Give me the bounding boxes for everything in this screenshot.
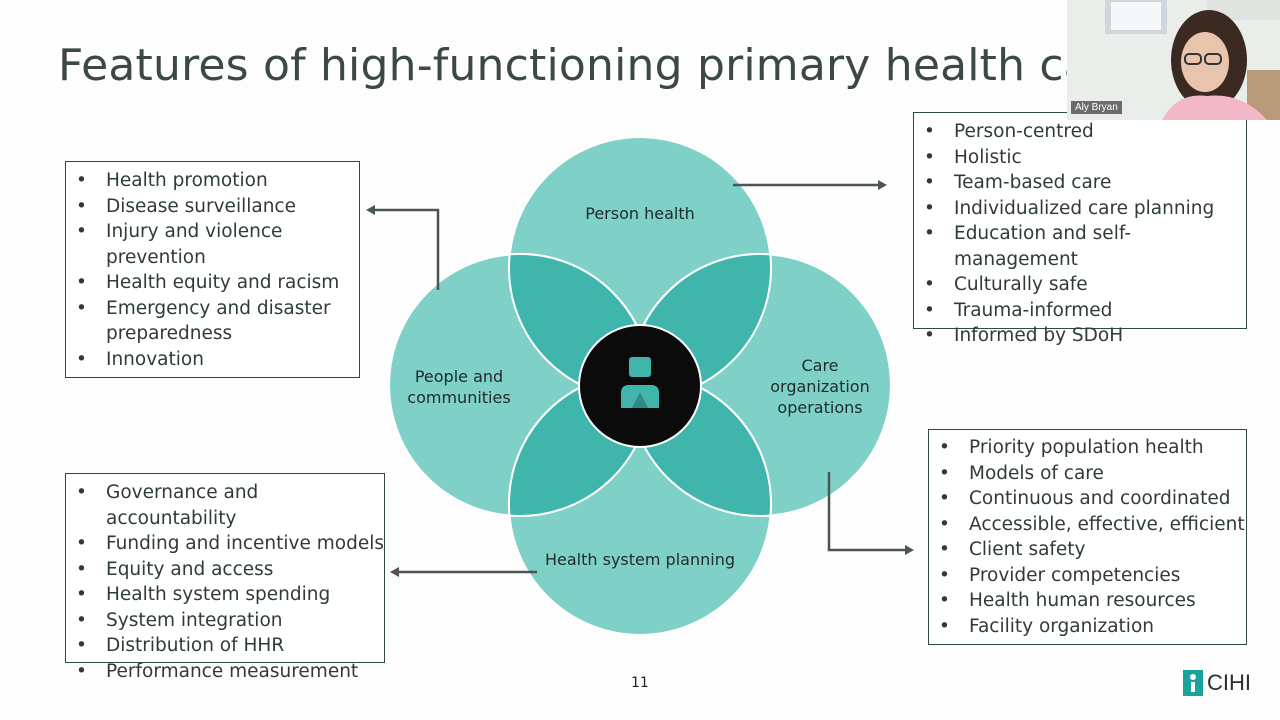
list-item: Client safety — [929, 537, 1246, 563]
list-item: Equity and access — [66, 557, 384, 583]
list-item: Facility organization — [929, 614, 1246, 640]
cihi-logo: CIHI — [1183, 669, 1251, 697]
list-item: Health human resources — [929, 588, 1246, 614]
label-person-health: Person health — [585, 204, 695, 223]
page-number: 11 — [631, 675, 649, 691]
list-item: Distribution of HHR — [66, 633, 384, 659]
label-line: organization — [770, 377, 870, 396]
label-line: operations — [777, 398, 863, 417]
box-people-communities-features: Health promotionDisease surveillanceInju… — [65, 161, 360, 378]
list-item: Team-based care — [914, 170, 1246, 196]
list-item: Models of care — [929, 461, 1246, 487]
person-icon — [621, 357, 659, 408]
webcam-video — [1067, 0, 1280, 120]
list-item: Governance and accountability — [66, 480, 384, 531]
box-person-health-features: Person-centredHolisticTeam-based careInd… — [913, 112, 1247, 348]
list-item: Health promotion — [66, 168, 359, 194]
logo-text: CIHI — [1207, 670, 1251, 695]
list-item: Holistic — [914, 145, 1246, 171]
webcam-tile: Aly Bryan — [1067, 0, 1280, 120]
label-people-communities: People and communities — [399, 366, 519, 408]
label-health-system-planning: Health system planning — [545, 550, 735, 569]
list-item: Education and self-management — [914, 221, 1246, 272]
cihi-logo-icon — [1183, 670, 1203, 696]
list-item: Funding and incentive models — [66, 531, 384, 557]
list-item: Emergency and disaster preparedness — [66, 296, 359, 347]
label-line: communities — [407, 388, 511, 407]
list-item: System integration — [66, 608, 384, 634]
slide-title: Features of high-functioning primary hea… — [58, 40, 1223, 91]
label-line: Care — [801, 356, 839, 375]
label-care-operations: Care organization operations — [760, 355, 880, 418]
arrow-to-bottom-right — [827, 472, 907, 552]
box-health-system-planning-features: Governance and accountabilityFunding and… — [65, 473, 385, 684]
list-item: Individualized care planning — [914, 196, 1246, 222]
list-item: Performance measurement — [66, 659, 384, 685]
list-item: Informed by SDoH — [914, 323, 1246, 349]
list-item: Priority population health — [929, 435, 1246, 461]
list-item: Person-centred — [914, 119, 1246, 145]
list-item: Health system spending — [66, 582, 384, 608]
list-item: Innovation — [66, 347, 359, 373]
label-line: People and — [414, 367, 504, 386]
participant-name: Aly Bryan — [1071, 101, 1122, 114]
list-item: Trauma-informed — [914, 298, 1246, 324]
list-item: Provider competencies — [929, 563, 1246, 589]
list-item: Health equity and racism — [66, 270, 359, 296]
box-care-operations-features: Priority population healthModels of care… — [928, 429, 1247, 645]
list-item: Continuous and coordinated — [929, 486, 1246, 512]
list-item: Injury and violence prevention — [66, 219, 359, 270]
list-item: Disease surveillance — [66, 194, 359, 220]
list-item: Culturally safe — [914, 272, 1246, 298]
arrow-to-top-left — [372, 208, 440, 290]
list-item: Accessible, effective, efficient — [929, 512, 1246, 538]
